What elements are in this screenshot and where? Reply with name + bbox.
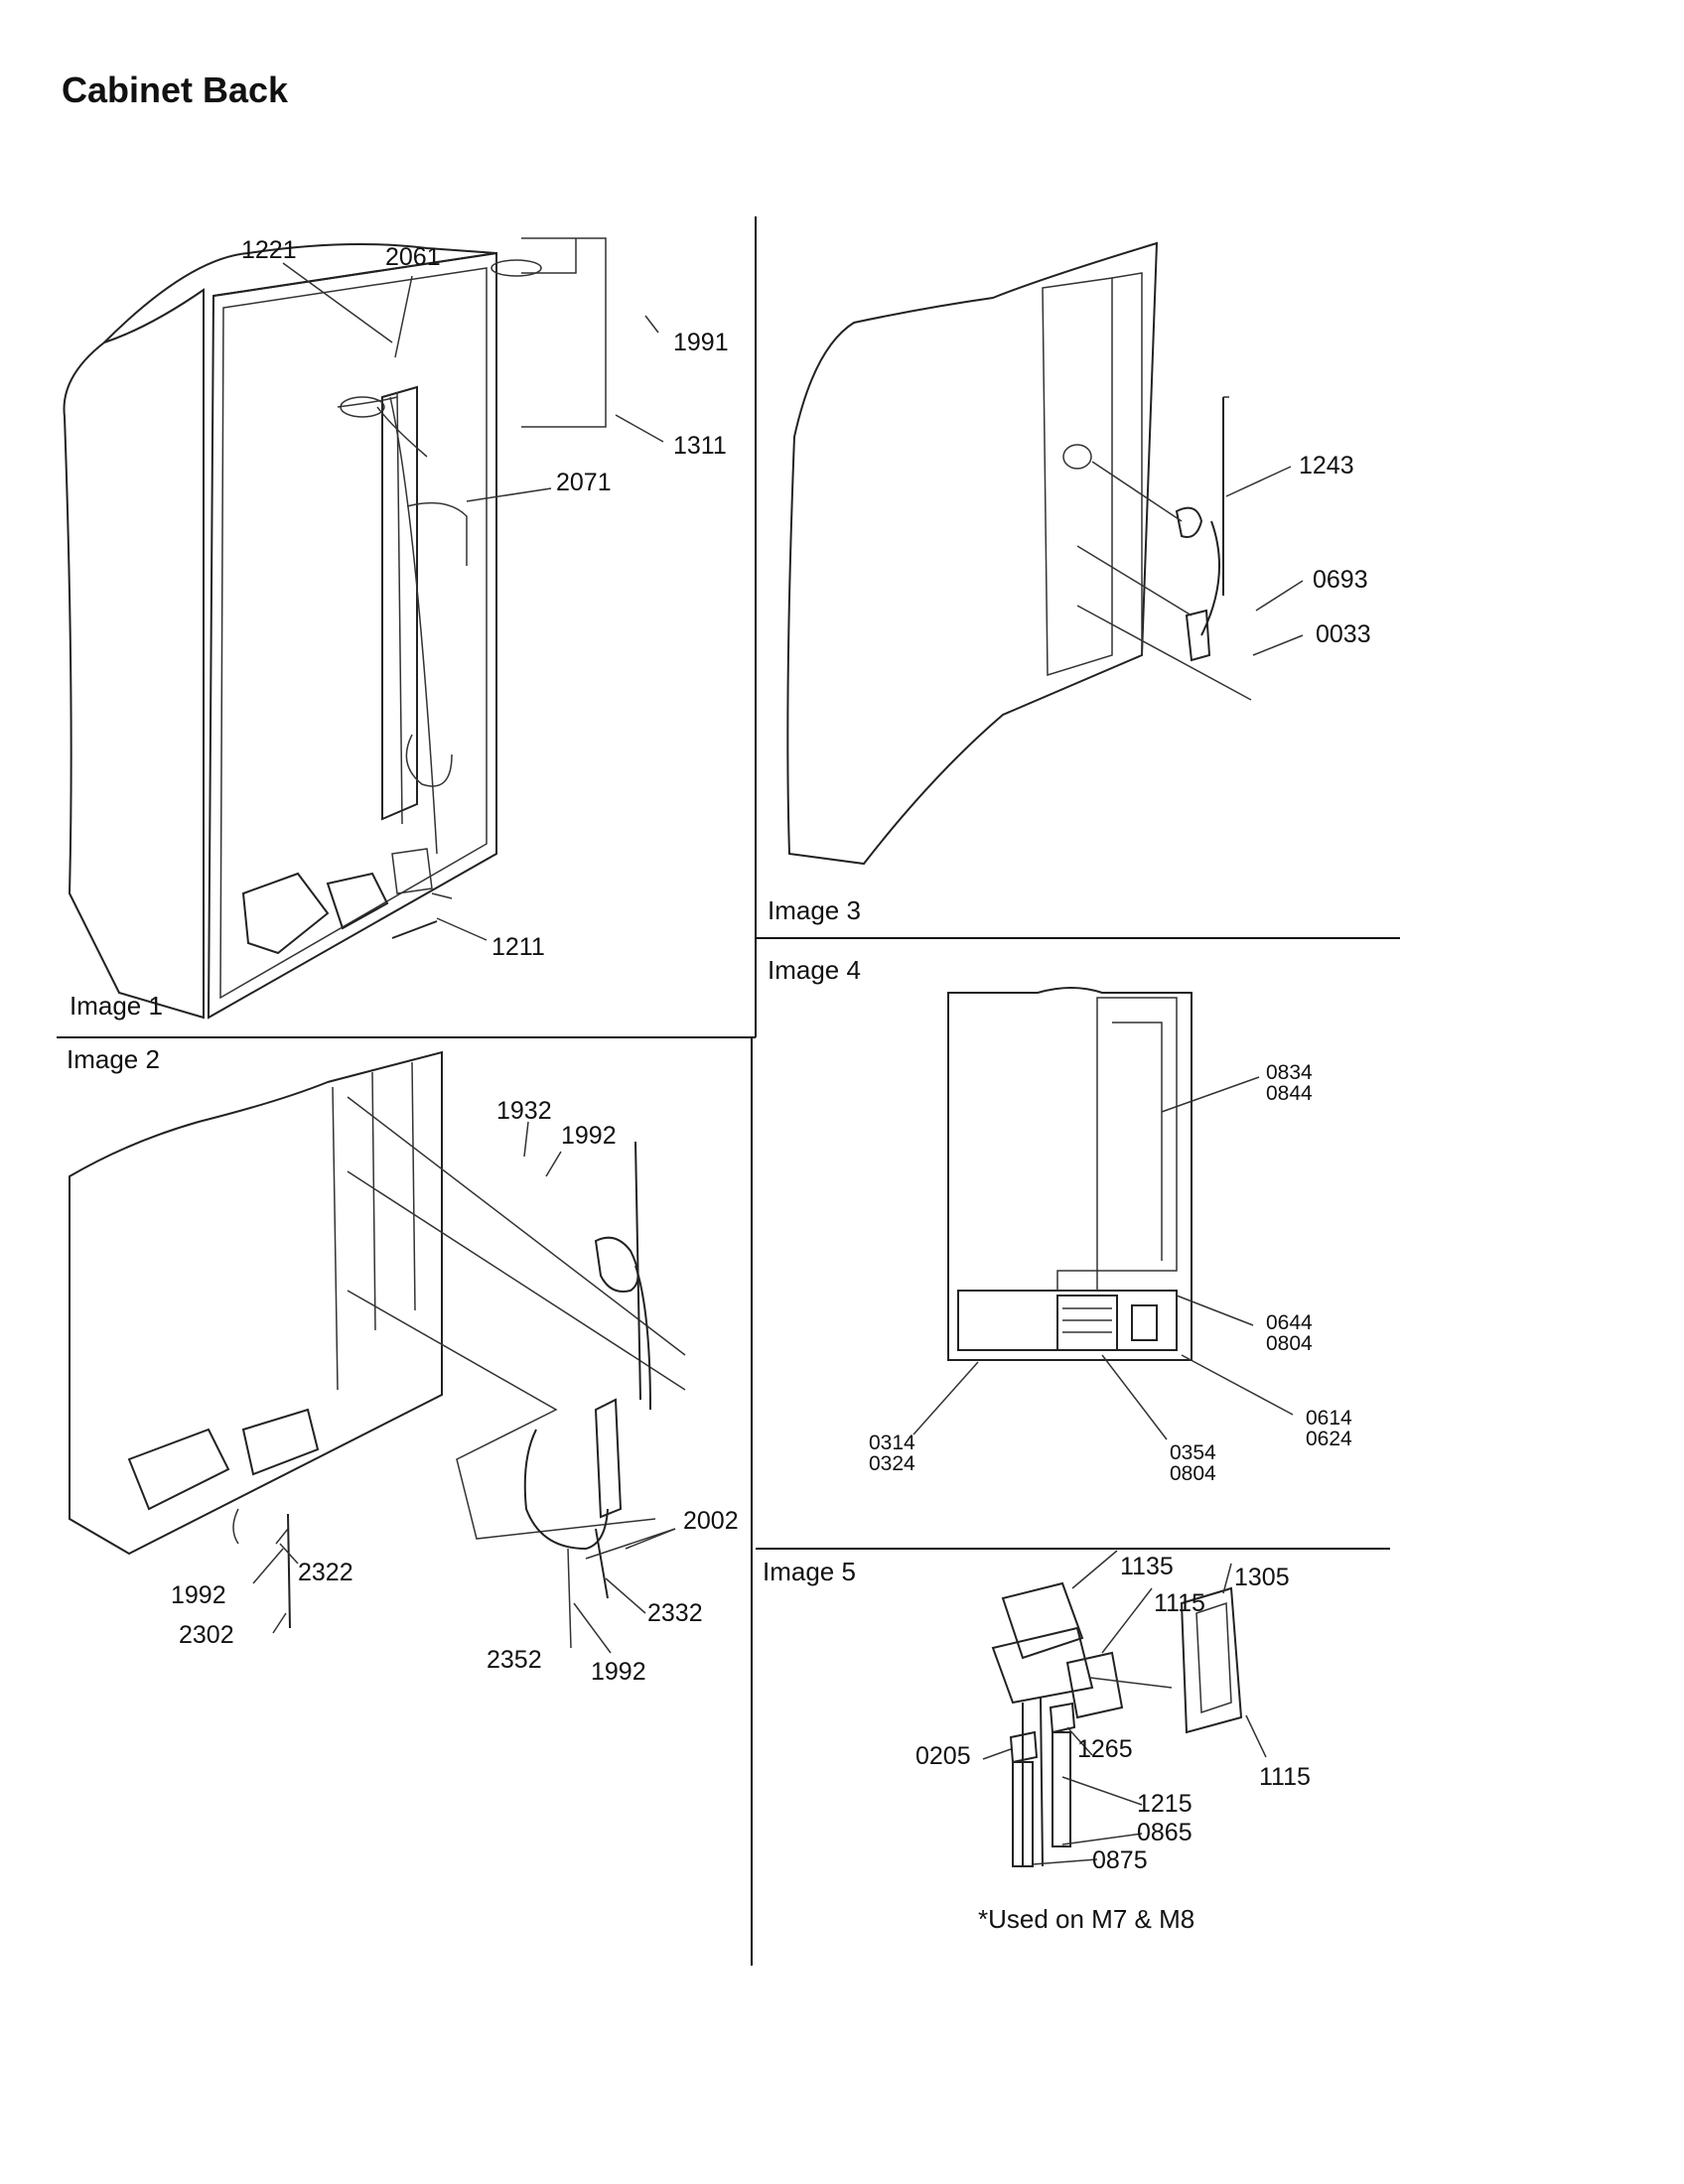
image5-valve-drawing xyxy=(982,1550,1267,1867)
part-number-0205: 0205 xyxy=(915,1742,971,1770)
part-number-1311: 1311 xyxy=(673,432,727,460)
panel-label-image5: Image 5 xyxy=(763,1557,856,1586)
part-number-1992: 1992 xyxy=(591,1658,646,1686)
part-number-2302: 2302 xyxy=(179,1621,234,1649)
panel-dividers xyxy=(57,216,1400,1966)
part-number-2002: 2002 xyxy=(683,1507,739,1535)
part-number-1265: 1265 xyxy=(1077,1735,1133,1763)
panel-label-image2: Image 2 xyxy=(67,1044,160,1074)
part-number-1115: 1115 xyxy=(1259,1763,1311,1791)
part-number-1115: 1115 xyxy=(1154,1589,1205,1617)
part-number-2061: 2061 xyxy=(385,243,441,271)
part-number-1991: 1991 xyxy=(673,329,729,356)
part-number-0834-0844: 0834 0844 xyxy=(1266,1061,1313,1105)
part-number-1221: 1221 xyxy=(241,236,297,264)
image2-cabinet-drawing xyxy=(69,1050,686,1654)
panel-label-image4: Image 4 xyxy=(768,955,861,985)
part-number-1215: 1215 xyxy=(1137,1790,1193,1818)
part-number-1992: 1992 xyxy=(171,1581,226,1609)
part-number-0033: 0033 xyxy=(1316,620,1371,648)
part-number-0865: 0865 xyxy=(1137,1819,1193,1846)
part-number-1992: 1992 xyxy=(561,1122,617,1150)
part-number-0354-0804: 0354 0804 xyxy=(1170,1441,1216,1485)
footnote: *Used on M7 & M8 xyxy=(978,1904,1195,1934)
part-number-0314-0324: 0314 0324 xyxy=(869,1432,915,1475)
part-number-1135: 1135 xyxy=(1120,1553,1174,1580)
part-number-1932: 1932 xyxy=(496,1097,552,1125)
part-number-2332: 2332 xyxy=(647,1599,703,1627)
part-number-2322: 2322 xyxy=(298,1559,353,1586)
part-number-0614-0624: 0614 0624 xyxy=(1306,1407,1352,1450)
part-number-1211: 1211 xyxy=(491,933,545,961)
image4-cabinet-drawing xyxy=(912,987,1294,1440)
part-number-0644-0804: 0644 0804 xyxy=(1266,1311,1313,1355)
part-number-1305: 1305 xyxy=(1234,1564,1290,1591)
page-title: Cabinet Back xyxy=(62,69,289,110)
part-number-1243: 1243 xyxy=(1299,452,1354,479)
part-number-0875: 0875 xyxy=(1092,1846,1148,1874)
part-number-0693: 0693 xyxy=(1313,566,1368,594)
panel-label-image3: Image 3 xyxy=(768,895,861,925)
part-number-2352: 2352 xyxy=(487,1646,542,1674)
panel-label-image1: Image 1 xyxy=(70,991,163,1021)
part-number-2071: 2071 xyxy=(556,469,612,496)
image1-cabinet-drawing xyxy=(63,237,664,1020)
image3-cabinet-drawing xyxy=(786,241,1304,866)
